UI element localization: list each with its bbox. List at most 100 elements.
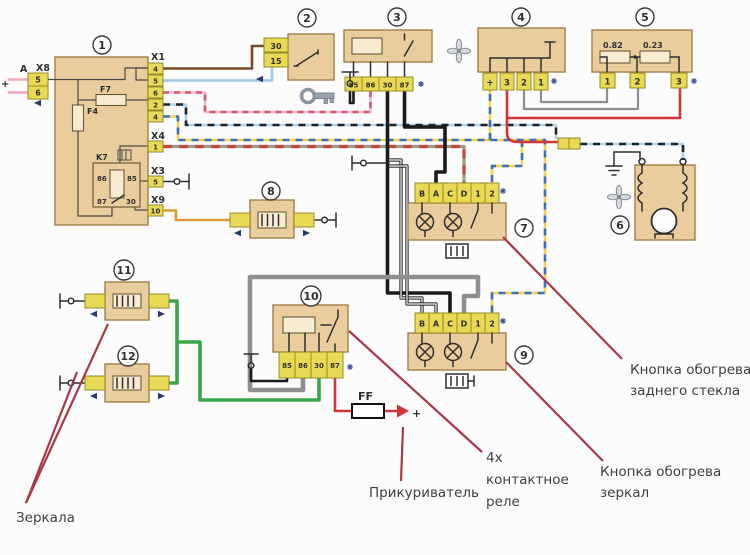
switch7-pin: C xyxy=(447,190,453,199)
num-10: 10 xyxy=(303,290,319,303)
num-5: 5 xyxy=(641,11,649,24)
fan-icon-4 xyxy=(446,38,472,64)
x3-plug xyxy=(162,173,190,190)
label-relay-3: реле xyxy=(486,494,520,510)
wire-gray-loop xyxy=(247,274,481,393)
label-mirror-heat-2: зеркал xyxy=(600,485,649,501)
wire-red-fan xyxy=(505,88,682,144)
wire-brown-ignition xyxy=(163,44,264,70)
num-9: 9 xyxy=(520,349,528,362)
relay3-pin: 86 xyxy=(366,82,376,90)
relay10-pin: 85 xyxy=(282,362,292,370)
wire-blueblack-right xyxy=(580,142,685,160)
x8-pin: 6 xyxy=(35,89,41,98)
annotation-lines xyxy=(24,236,623,504)
num-12: 12 xyxy=(120,350,135,363)
plus-terminal: + xyxy=(412,407,421,420)
num-6: 6 xyxy=(616,219,624,232)
wire-x4-twotone xyxy=(163,144,466,183)
k7-pin: 86 xyxy=(97,175,107,183)
wire-lightblue-ignition xyxy=(163,59,274,82)
num-8: 8 xyxy=(267,185,275,198)
num-7: 7 xyxy=(520,222,528,235)
switch7-pin: A xyxy=(433,190,440,199)
component-12-mirror-heater xyxy=(84,363,170,403)
k7-pin: 85 xyxy=(127,175,137,183)
x4-label: X4 xyxy=(151,131,165,142)
callout-line-mirror-2 xyxy=(24,371,79,504)
fuse-f7-label: F7 xyxy=(100,85,111,94)
num-2: 2 xyxy=(303,12,311,25)
component-7-defogger-switch: B A C D 1 2 xyxy=(407,182,507,259)
relay10-pin: 87 xyxy=(330,362,340,370)
relay3-pin: 87 xyxy=(400,82,410,90)
component-8-connector-element xyxy=(229,199,315,239)
component-5-resistor: 0.82 0.23 1 2 3 xyxy=(591,29,698,89)
red-arrowhead xyxy=(397,404,409,418)
resistor5-pin: 3 xyxy=(676,78,682,88)
wire-blueblack-left-dash xyxy=(163,103,558,139)
component-2-ignition-switch: 30 15 xyxy=(256,33,335,105)
x1-pin: 5 xyxy=(153,78,158,86)
k7-pin: 87 xyxy=(97,198,107,206)
fan-icon-6 xyxy=(606,184,632,210)
wire-red-ff xyxy=(333,378,397,413)
switch7-lamps xyxy=(415,202,493,238)
block-internal-wires xyxy=(48,67,148,217)
component-10-relay: 85 86 30 87 xyxy=(272,304,354,379)
wire-blueblack-left xyxy=(163,103,558,139)
k7-pin: 30 xyxy=(126,198,136,206)
switch9-pin: C xyxy=(447,320,453,329)
label-relay-2: контактное xyxy=(486,472,569,488)
component-9-mirror-switch: B A C D 1 2 xyxy=(407,312,507,389)
resistor-value: 0.23 xyxy=(643,41,663,50)
x1-pin: 4 xyxy=(153,114,158,122)
callout-line-mirror-heat xyxy=(505,361,604,462)
connector-plug-symbol xyxy=(351,155,390,171)
x3-pin: 5 xyxy=(153,179,158,187)
num-4: 4 xyxy=(517,11,525,24)
label-lighter: Прикуриватель xyxy=(369,485,479,501)
x3-label: X3 xyxy=(151,166,165,177)
fan4-pin: + xyxy=(486,79,493,89)
ignition-pin: 30 xyxy=(270,42,282,51)
switch9-pin: B xyxy=(419,320,425,329)
x8-plus: + xyxy=(1,79,9,90)
relay3-pin: 30 xyxy=(383,82,393,90)
x1-pin: 6 xyxy=(153,90,158,98)
x1-pin: 2 xyxy=(153,102,158,110)
resistor5-pin: 2 xyxy=(635,78,641,88)
label-defog-1: Кнопка обогрева xyxy=(630,362,750,378)
wire-relay3-87-switch7 xyxy=(402,91,447,183)
num-1: 1 xyxy=(98,39,106,52)
switch7-pin: 1 xyxy=(475,190,481,199)
x8-pin: 5 xyxy=(35,76,41,85)
mirror11-plug xyxy=(59,293,86,309)
component-4-fan-switch: + 3 2 1 xyxy=(446,27,566,91)
x1-pin: 4 xyxy=(153,66,158,74)
wire-pink-relay3 xyxy=(163,91,372,114)
wire-relay10-ground xyxy=(249,368,289,383)
label-relay-1: 4х xyxy=(486,450,503,466)
wire-orange-x9 xyxy=(163,209,230,222)
k7-label: K7 xyxy=(96,153,108,162)
relay10-pin: 30 xyxy=(314,362,324,370)
ff-fuse-symbol xyxy=(351,403,385,419)
x9-label: X9 xyxy=(151,195,165,206)
resistor5-pin: 1 xyxy=(605,78,611,88)
wire-black-main xyxy=(385,91,452,313)
relay3-ground-plug xyxy=(341,71,359,88)
wire-gray-fan-resistor xyxy=(522,88,640,111)
wire-x4-twotone-dash xyxy=(163,144,466,183)
comp8-plug xyxy=(313,212,337,228)
x9-pin: 10 xyxy=(151,208,161,216)
callout-line-lighter xyxy=(399,426,405,482)
switch9-lamps xyxy=(415,332,493,368)
wire-pink-relay3-dash xyxy=(163,91,372,114)
mirror-element-icon xyxy=(445,373,475,389)
switch9-pin: D xyxy=(461,320,468,329)
fan4-pin: 3 xyxy=(504,79,510,89)
fan4-pin: 1 xyxy=(538,79,544,89)
x8-label: X8 xyxy=(36,63,50,74)
switch7-pin: 2 xyxy=(489,190,495,199)
